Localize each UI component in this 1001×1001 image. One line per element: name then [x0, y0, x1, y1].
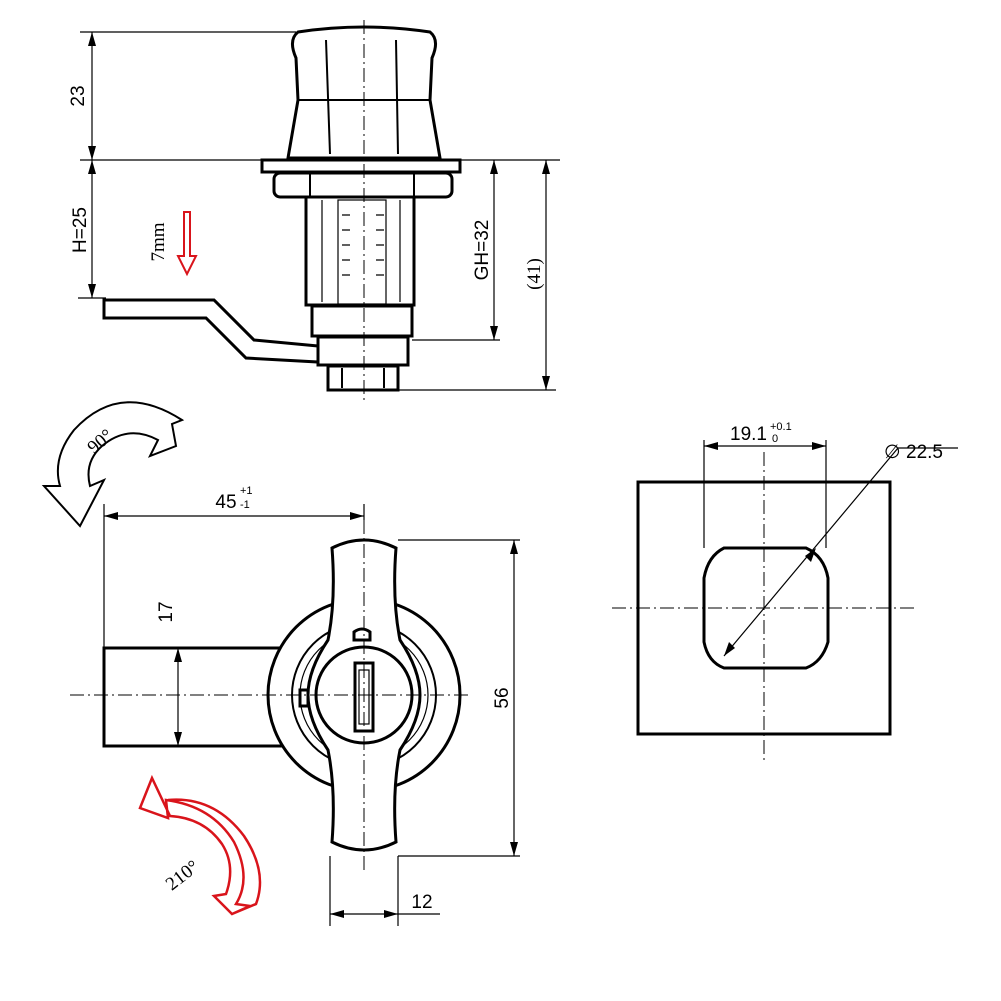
flange: [260, 158, 462, 174]
bolt-left-icon: [298, 688, 310, 708]
threaded-body: [304, 195, 416, 307]
dim-label-h: H=25: [70, 207, 91, 253]
dim-label-23: 23: [68, 85, 89, 106]
dim-tol-lower-19: 0: [772, 433, 778, 445]
dim-arrows-h: [88, 160, 96, 298]
hex-nut-faces: [309, 174, 415, 196]
side-view: 23 H=25 7mm GH=32 (41): [68, 20, 560, 400]
rotation-arrow-cw-icon: [41, 401, 185, 528]
nut-end: [326, 364, 400, 392]
knob-grip-lines: [325, 39, 399, 155]
spacer-washer: [310, 304, 414, 338]
down-arrow-icon: [176, 211, 198, 277]
dim-label-45: 45: [215, 492, 236, 513]
bolt-top-icon: [352, 627, 372, 642]
dim-tol-upper-45: +1: [240, 485, 253, 497]
dim-tol-upper-19: +0.1: [770, 421, 792, 433]
dim-arrows-19: [704, 442, 826, 450]
thread-edges: [321, 200, 401, 302]
dim-label-19: 19.1: [730, 424, 767, 445]
rotation-label-210: 210°: [162, 856, 203, 895]
dim-label-17: 17: [156, 601, 177, 622]
dim-tol-lower-45: -1: [240, 499, 250, 511]
front-view: 90° 210° 45 +1 -1 17: [41, 401, 520, 926]
dim-label-12: 12: [411, 892, 432, 913]
dim-arrows-12: [330, 910, 398, 918]
cutout-view: 19.1 +0.1 0 ∅ 22.5: [612, 421, 958, 760]
dim-label-dia: 22.5: [906, 442, 943, 463]
dim-label-gh: GH=32: [472, 220, 493, 281]
cam-arm: [102, 298, 320, 364]
dim-arrows-23: [88, 32, 96, 160]
shaft-end: [316, 335, 410, 367]
nut-end-faces: [341, 368, 385, 388]
dim-label-total: (41): [524, 258, 545, 290]
thread-marks: [342, 214, 384, 276]
rotation-arrow-ccw-icon: [138, 774, 262, 916]
offset-label: 7mm: [148, 222, 169, 261]
diameter-icon: ∅: [884, 442, 901, 463]
dim-label-56: 56: [492, 687, 513, 708]
hex-nut: [272, 171, 454, 199]
thread-flat: [337, 199, 387, 305]
